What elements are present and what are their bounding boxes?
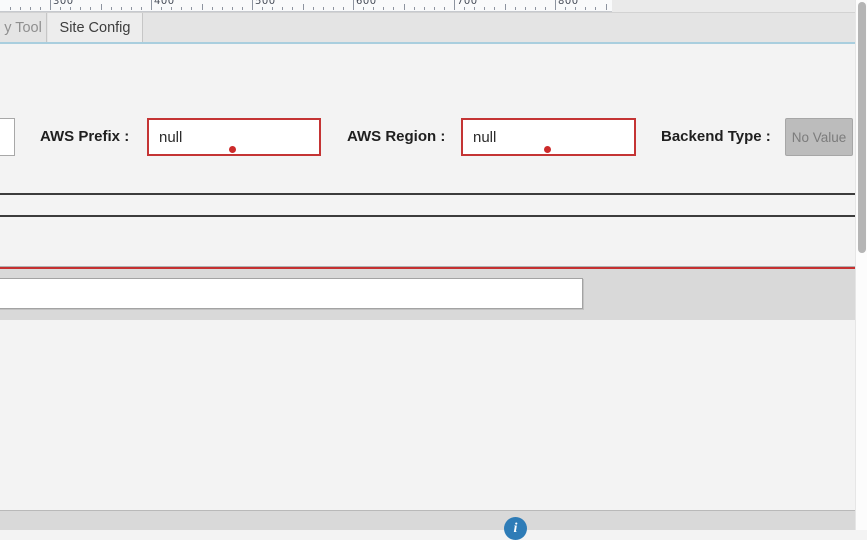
ruler-tick — [211, 6, 213, 10]
ruler-tick — [19, 6, 21, 10]
ruler-tick — [60, 6, 62, 10]
ruler-tick — [514, 6, 516, 10]
ruler-tick — [80, 6, 82, 10]
aws-prefix-input[interactable] — [147, 118, 321, 156]
ruler-tick — [100, 4, 102, 10]
ruler-tick — [605, 4, 607, 10]
ruler-tick — [90, 6, 92, 10]
ruler-tick — [363, 6, 365, 10]
ruler-tick — [565, 6, 567, 10]
ruler-tick — [191, 6, 193, 10]
tab-site-config[interactable]: Site Config — [48, 13, 143, 43]
ruler-tick — [201, 4, 203, 10]
ruler-number: 800 — [558, 0, 579, 7]
ruler-tick — [282, 6, 284, 10]
ruler-tick — [161, 6, 163, 10]
ruler-tick — [292, 6, 294, 10]
ruler-tick — [110, 6, 112, 10]
ruler-tick — [484, 6, 486, 10]
wide-text-input[interactable] — [0, 278, 583, 309]
ruler-tick — [302, 4, 304, 10]
aws-prefix-label: AWS Prefix : — [40, 128, 130, 145]
ruler-tick — [120, 6, 122, 10]
ruler-tick — [504, 4, 506, 10]
divider-line-lower — [0, 215, 855, 217]
ruler-tick — [524, 6, 526, 10]
info-icon[interactable]: i — [504, 517, 527, 540]
ruler-tick — [312, 6, 314, 10]
ruler-number: 500 — [255, 0, 276, 7]
ruler-tick — [39, 6, 41, 10]
ruler-tick — [262, 6, 264, 10]
horizontal-pixel-ruler: 300 400 500 600 700 800 — [0, 0, 612, 12]
ruler-number: 700 — [457, 0, 478, 7]
ruler-tick — [70, 6, 72, 10]
ruler-tick — [443, 6, 445, 10]
ruler-tick — [585, 6, 587, 10]
ruler-number: 400 — [154, 0, 175, 7]
ruler-tick — [151, 0, 152, 10]
red-divider-line — [0, 267, 855, 269]
divider-line-upper — [0, 193, 855, 195]
ruler-tick — [575, 6, 577, 10]
validation-dot-region — [544, 146, 551, 153]
ruler-tick — [454, 0, 455, 10]
ruler-tick — [474, 6, 476, 10]
top-strip-filler — [612, 0, 855, 12]
ruler-tick — [322, 6, 324, 10]
ruler-tick — [403, 4, 405, 10]
aws-region-label: AWS Region : — [347, 128, 446, 145]
ruler-tick — [130, 6, 132, 10]
ruler-tick — [433, 6, 435, 10]
ruler-tick — [555, 0, 556, 10]
tab-query-tool[interactable]: y Tool — [0, 13, 47, 43]
ruler-tick — [494, 6, 496, 10]
ruler-tick — [534, 6, 536, 10]
ruler-tick — [171, 6, 173, 10]
ruler-tick — [181, 6, 183, 10]
ruler-tick — [272, 6, 274, 10]
ruler-tick — [544, 6, 546, 10]
tab-underline-accent — [0, 42, 855, 44]
ruler-tick — [252, 0, 253, 10]
hairline-above-red — [0, 266, 855, 267]
backend-type-disabled-field[interactable]: No Value — [785, 118, 853, 156]
cutoff-input-left-edge[interactable] — [0, 118, 15, 156]
ruler-tick — [231, 6, 233, 10]
ruler-tick — [595, 6, 597, 10]
ruler-tick — [353, 0, 354, 10]
vertical-scrollbar-track[interactable] — [855, 0, 867, 530]
ruler-tick — [29, 6, 31, 10]
ruler-tick — [50, 0, 51, 10]
bottom-status-bar — [0, 510, 855, 530]
ruler-tick — [332, 6, 334, 10]
ruler-tick — [393, 6, 395, 10]
ruler-number: 300 — [53, 0, 74, 7]
validation-dot-prefix — [229, 146, 236, 153]
ruler-tick — [241, 6, 243, 10]
ruler-number: 600 — [356, 0, 377, 7]
ruler-tick — [383, 6, 385, 10]
ruler-tick — [9, 6, 11, 10]
ruler-tick — [140, 6, 142, 10]
backend-type-label: Backend Type : — [661, 128, 771, 145]
ruler-tick — [413, 6, 415, 10]
ruler-tick — [342, 6, 344, 10]
ruler-tick — [221, 6, 223, 10]
ruler-tick — [423, 6, 425, 10]
vertical-scrollbar-thumb[interactable] — [858, 2, 866, 253]
tab-bar: y Tool Site Config — [0, 12, 855, 43]
ruler-tick — [373, 6, 375, 10]
ruler-tick — [464, 6, 466, 10]
